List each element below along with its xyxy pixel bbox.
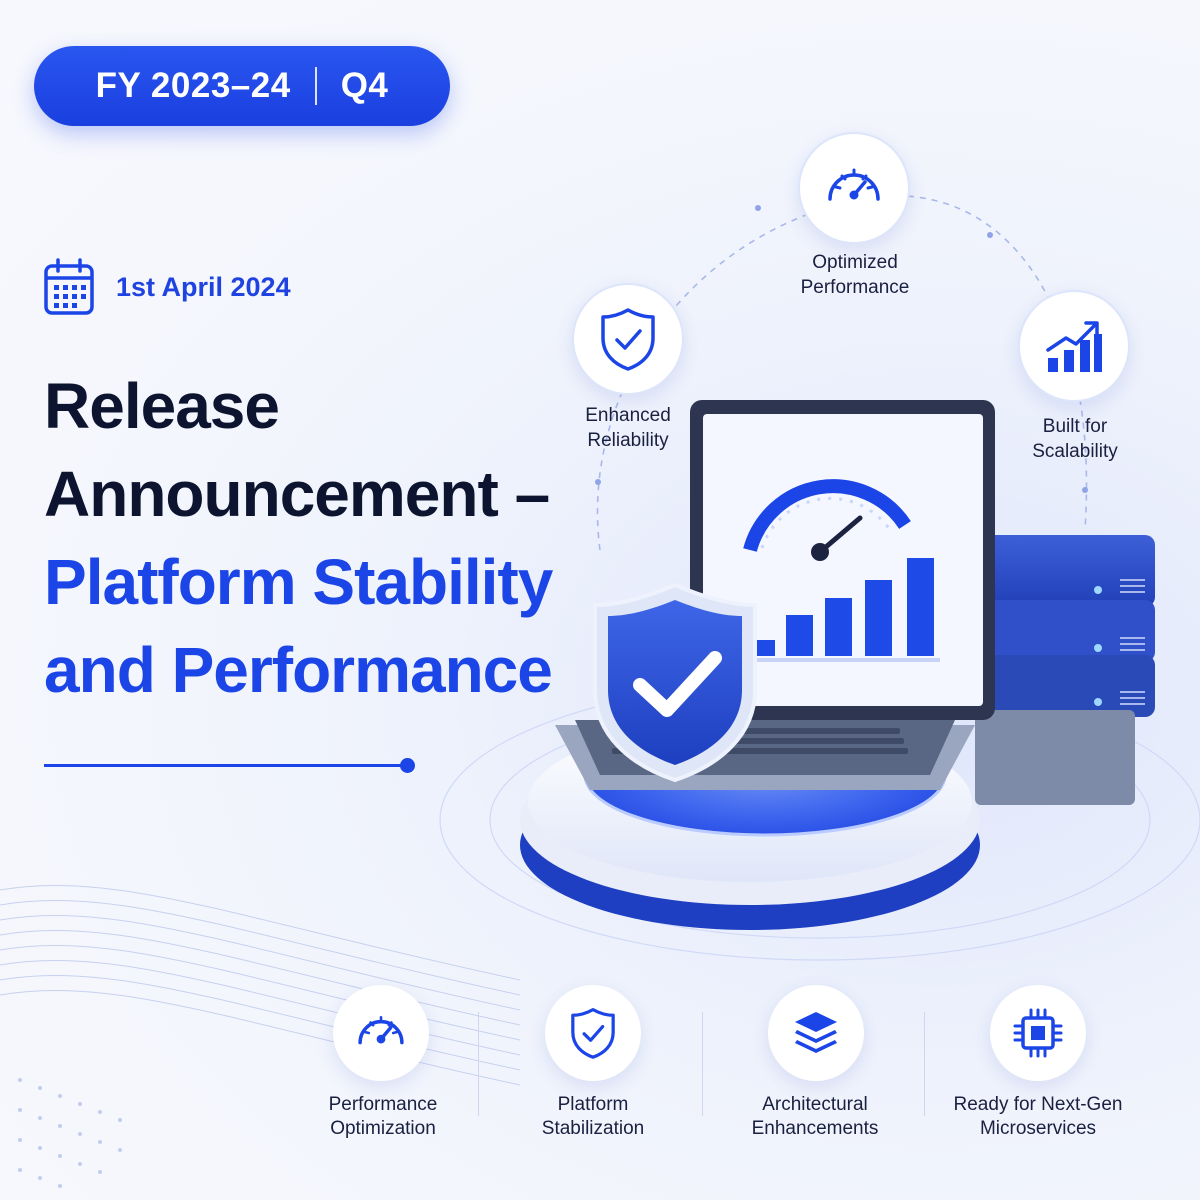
shield-check-badge [593, 582, 757, 783]
title-line-4: and Performance [44, 634, 553, 706]
date-text: 1st April 2024 [116, 271, 291, 302]
orbit-feature-scalability-label: Built for Scalability [1032, 416, 1118, 462]
orbit-feature-performance [798, 132, 910, 244]
orbit-feature-scalability [1018, 290, 1130, 402]
fiscal-period-badge: FY 2023–24 Q4 [34, 46, 450, 126]
release-date: 1st April 2024 [44, 258, 291, 316]
bottom-divider-1 [478, 1012, 479, 1116]
shield-check-icon [601, 308, 655, 371]
orbit-feature-reliability-label: Enhanced Reliability [585, 405, 671, 451]
page-title: Release Announcement – Platform Stabilit… [44, 362, 584, 714]
bottom-divider-3 [924, 1012, 925, 1116]
server-stack [975, 535, 1155, 805]
bottom-feature-microservices-icon [990, 985, 1086, 1081]
orbit-feature-performance-label: Optimized Performance [800, 252, 910, 298]
badge-separator [314, 67, 317, 105]
bottom-feature-performance-label: Performance Optimization [328, 1094, 438, 1139]
bottom-feature-microservices-label: Ready for Next-Gen Microservices [953, 1094, 1123, 1139]
bottom-feature-architecture-label: Architectural Enhancements [751, 1094, 879, 1139]
orbit-feature-reliability [572, 283, 684, 395]
bottom-divider-2 [702, 1012, 703, 1116]
title-line-2: Announcement – [44, 458, 550, 530]
laptop [555, 400, 995, 790]
chip-icon [1013, 1008, 1063, 1058]
speedometer-icon [358, 1016, 404, 1045]
fiscal-year-label: FY 2023–24 [95, 66, 291, 105]
bottom-feature-stabilization-label: Platform Stabilization [541, 1094, 645, 1139]
bottom-feature-architecture-icon [768, 985, 864, 1081]
platform-illustration [439, 400, 1200, 961]
title-line-3: Platform Stability [44, 546, 553, 618]
quarter-label: Q4 [340, 66, 389, 105]
shield-check-icon [571, 1008, 615, 1059]
decorative-waves [0, 885, 520, 1188]
layers-icon [795, 1012, 837, 1053]
bottom-feature-stabilization-icon [545, 985, 641, 1081]
title-divider [44, 764, 406, 767]
title-line-1: Release [44, 370, 280, 442]
title-divider-dot [400, 758, 415, 773]
bottom-feature-performance-icon [333, 985, 429, 1081]
calendar-icon [44, 258, 94, 315]
speedometer-icon [828, 168, 880, 201]
growth-chart-icon [1046, 321, 1102, 372]
